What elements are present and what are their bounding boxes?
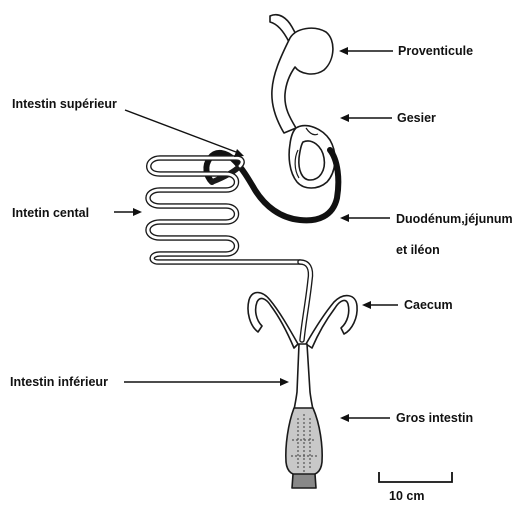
label-group-caecum: Caecum	[362, 298, 453, 312]
right-caecum	[306, 296, 357, 348]
left-caecum	[248, 293, 298, 349]
label-intestin-superieur: Intestin supérieur	[12, 97, 117, 111]
label-caecum: Caecum	[404, 298, 453, 312]
ileum-descending	[300, 262, 311, 340]
label-group-intestin-superieur: Intestin supérieur	[12, 97, 244, 157]
label-duodenum-line1: Duodénum,jéjunum	[396, 212, 513, 226]
scale-bar: 10 cm	[379, 472, 452, 503]
label-intestin-inferieur: Intestin inférieur	[10, 375, 108, 389]
label-proventricule: Proventicule	[398, 44, 473, 58]
cloaca	[292, 474, 316, 488]
label-group-intestin-central: Intetin cental	[12, 206, 142, 220]
label-group-gros-intestin: Gros intestin	[340, 411, 473, 425]
label-intestin-central: Intetin cental	[12, 206, 89, 220]
scale-bar-label: 10 cm	[389, 489, 424, 503]
label-gesier: Gesier	[397, 111, 436, 125]
label-duodenum-line2: et iléon	[396, 243, 440, 257]
digestive-tract-drawing	[148, 15, 357, 488]
label-group-gesier: Gesier	[340, 111, 436, 125]
label-group-proventricule: Proventicule	[339, 44, 473, 58]
label-group-duodenum: Duodénum,jéjunum et iléon	[340, 212, 513, 257]
proventriculus-organ	[272, 28, 333, 133]
label-gros-intestin: Gros intestin	[396, 411, 473, 425]
label-group-intestin-inferieur: Intestin inférieur	[10, 375, 289, 389]
rectum-upper	[294, 344, 313, 410]
